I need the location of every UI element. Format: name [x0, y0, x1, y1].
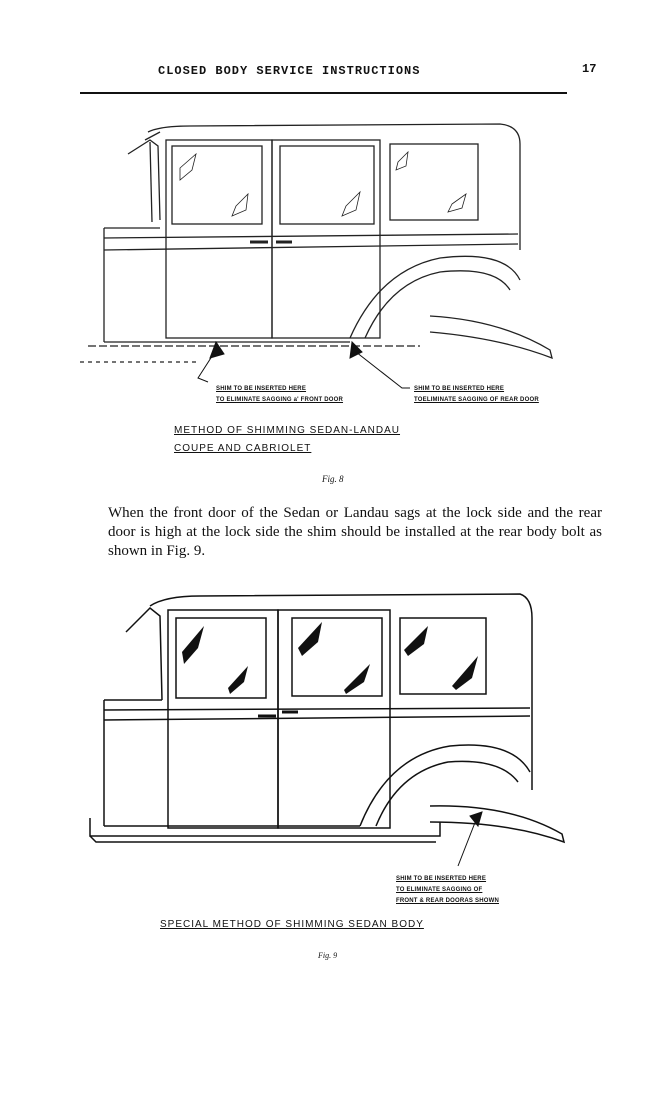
roof-line [147, 123, 521, 250]
fig9-callout-line1: SHIM TO BE INSERTED HERE [396, 876, 487, 882]
figure-8: SHIM TO BE INSERTED HERE TO ELIMINATE SA… [0, 110, 654, 403]
fig8-caption-line1: METHOD OF SHIMMING SEDAN-LANDAU [174, 425, 401, 436]
header-rule [80, 92, 567, 94]
rear-door [271, 139, 381, 339]
quarter-window [389, 143, 479, 221]
fig9-callout-line2: TO ELIMINATE SAGGING OF [396, 887, 483, 893]
fig8-caption-line2: COUPE AND CABRIOLET [174, 443, 312, 454]
page-header-title: CLOSED BODY SERVICE INSTRUCTIONS [158, 64, 421, 78]
rear-door [277, 609, 391, 829]
roof-line [149, 593, 533, 790]
front-door-window [171, 145, 263, 225]
fig9-label: Fig. 9 [318, 951, 338, 960]
fig8-label: Fig. 8 [322, 474, 344, 484]
fig8-callout-right-line2: TOELIMINATE SAGGING OF REAR DOOR [414, 397, 539, 403]
fig9-caption: SPECIAL METHOD OF SHIMMING SEDAN BODY [160, 919, 424, 930]
page-number: 17 [582, 62, 597, 76]
fig8-callout-left-line1: SHIM TO BE INSERTED HERE [216, 386, 307, 392]
fig8-callout-left-line2: TO ELIMINATE SAGGING a' FRONT DOOR [216, 397, 344, 403]
arrow [469, 811, 483, 828]
fig9-callout-line3: FRONT & REAR DOORAS SHOWN [396, 898, 499, 904]
figure-8-drawing [80, 123, 553, 389]
fig8-callout-right-line1: SHIM TO BE INSERTED HERE [414, 386, 505, 392]
rear-door-window [291, 617, 383, 697]
front-door [165, 139, 273, 339]
front-door-window [175, 617, 267, 699]
figure-9-drawing [89, 593, 566, 867]
figure-9: SHIM TO BE INSERTED HERE TO ELIMINATE SA… [0, 590, 654, 904]
quarter-window [399, 617, 487, 695]
arrow-right [349, 340, 363, 359]
body-paragraph: When the front door of the Sedan or Land… [108, 505, 602, 559]
rear-door-window [279, 145, 375, 225]
